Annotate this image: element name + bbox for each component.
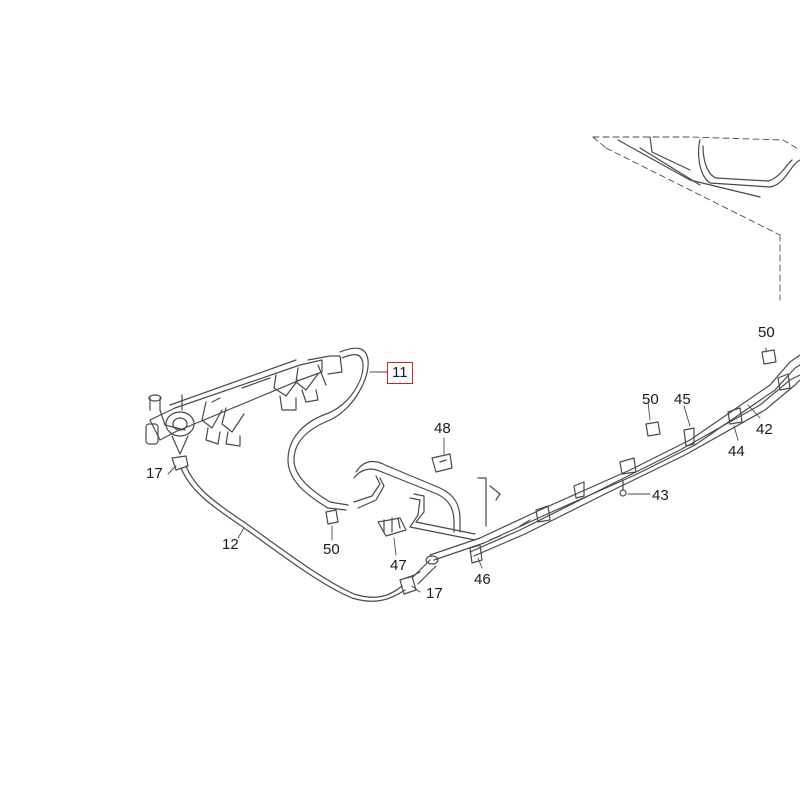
nut-50-middle: [645, 421, 661, 437]
callout-43: 43: [652, 487, 669, 504]
line-clips: [469, 373, 791, 564]
nut-50-left: [325, 509, 339, 525]
callout-11-highlighted[interactable]: 11: [387, 362, 413, 384]
nut-50-right: [761, 349, 777, 365]
callout-50-right: 50: [758, 324, 775, 341]
fuel-rail-assembly: [145, 355, 343, 455]
callout-42: 42: [756, 421, 773, 438]
clip-17-upper: [171, 455, 189, 471]
fuel-tank-outline: [592, 136, 800, 301]
callout-48: 48: [434, 420, 451, 437]
callout-47: 47: [390, 557, 407, 574]
callout-50-left: 50: [323, 541, 340, 558]
clip-48: [431, 453, 453, 473]
main-fuel-lines: [429, 354, 800, 561]
bolt-43: [619, 479, 627, 497]
callout-17-lower: 17: [426, 585, 443, 602]
callout-44: 44: [728, 443, 745, 460]
leader-lines: [167, 347, 767, 593]
bracket-47: [377, 517, 407, 537]
fuel-line-12: [180, 465, 406, 602]
callout-46: 46: [474, 571, 491, 588]
callout-17-upper: 17: [146, 465, 163, 482]
callout-50-middle: 50: [642, 391, 659, 408]
pipe-assembly: [353, 460, 501, 541]
callout-45: 45: [674, 391, 691, 408]
line-connector-lower: [411, 555, 439, 585]
clip-17-lower: [399, 571, 421, 595]
callout-12: 12: [222, 536, 239, 553]
hose-11: [287, 347, 369, 511]
